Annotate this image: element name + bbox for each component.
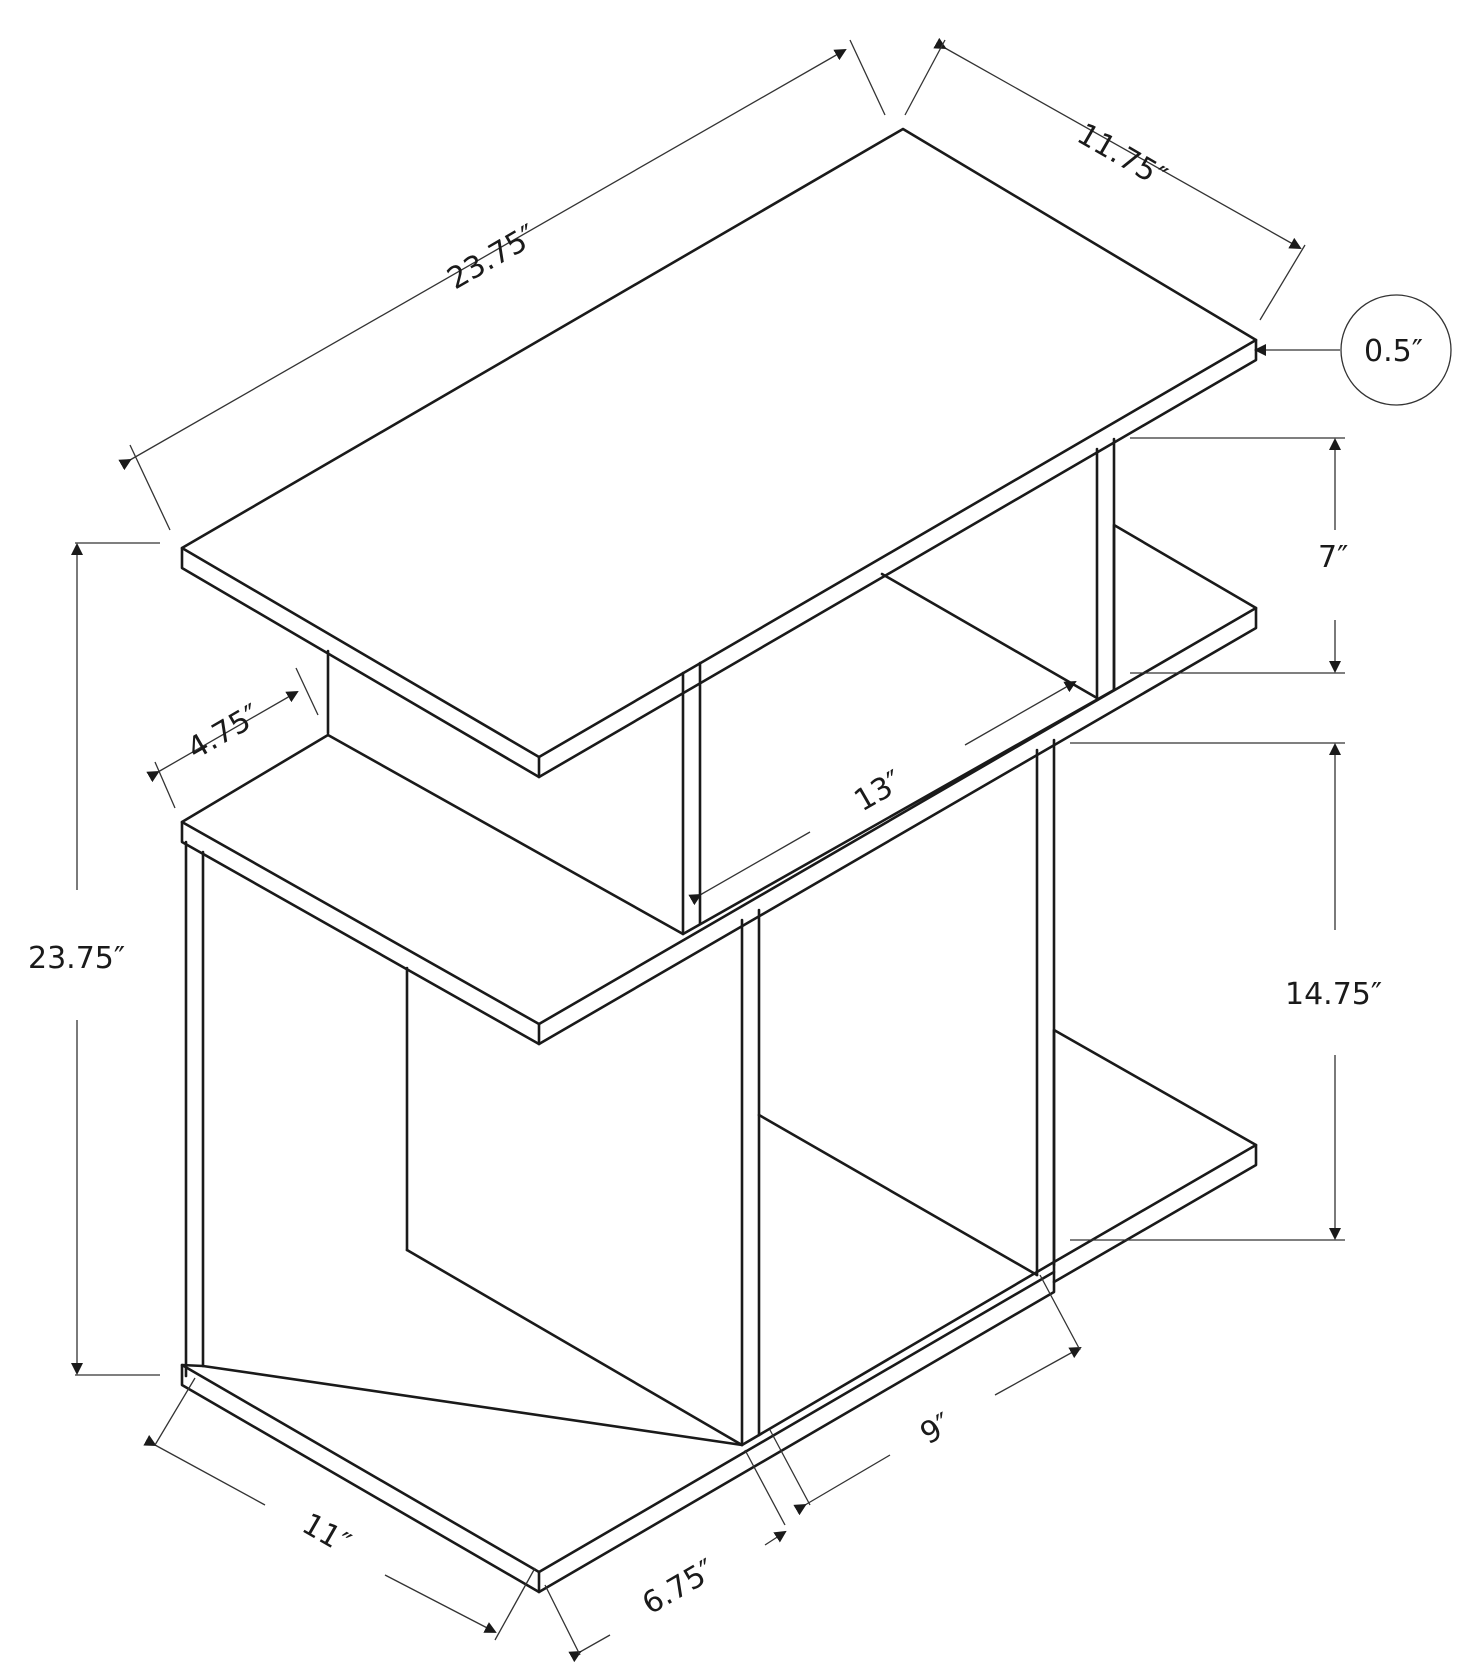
label-top-depth: 11.75″ <box>1071 117 1173 196</box>
base <box>180 1260 1056 1594</box>
table-top <box>180 127 1258 779</box>
label-top-length: 23.75″ <box>442 218 544 297</box>
label-overall-height: 23.75″ <box>28 941 125 976</box>
label-lower-gap: 14.75″ <box>1285 977 1382 1012</box>
label-top-thickness: 0.5″ <box>1364 334 1423 369</box>
label-upper-gap: 7″ <box>1318 540 1348 575</box>
label-base-depth: 11″ <box>296 1507 356 1562</box>
dimension-lines <box>71 37 1452 1663</box>
label-base-offset: 6.75″ <box>637 1553 722 1622</box>
label-step-depth: 4.75″ <box>182 698 267 767</box>
middle-shelf <box>180 523 1258 1046</box>
label-base-width: 9″ <box>915 1406 959 1451</box>
upper-supports <box>326 437 1116 936</box>
lower-cabinet <box>184 738 1258 1447</box>
